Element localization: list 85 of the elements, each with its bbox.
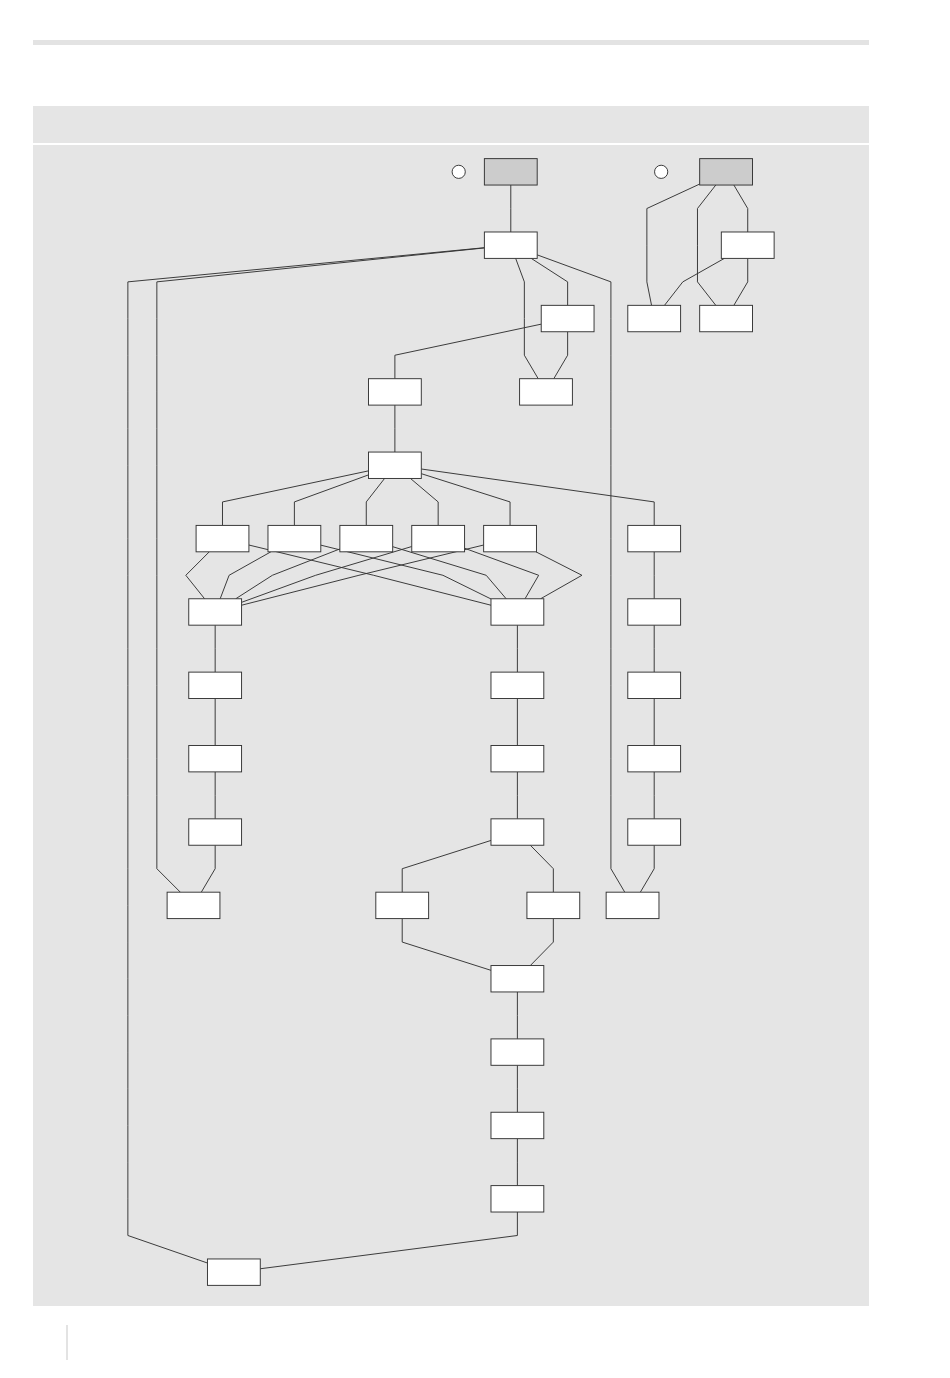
node-box bbox=[699, 304, 753, 333]
node-box bbox=[166, 891, 221, 920]
node-box bbox=[368, 451, 422, 479]
connector bbox=[320, 544, 492, 600]
node-box bbox=[207, 1258, 261, 1286]
node-box bbox=[490, 671, 545, 699]
connector bbox=[516, 698, 518, 746]
connector bbox=[293, 474, 369, 526]
connector bbox=[401, 839, 492, 893]
connector bbox=[553, 331, 569, 380]
connector bbox=[733, 257, 749, 306]
node-box bbox=[188, 745, 243, 773]
connector bbox=[392, 546, 507, 600]
connector bbox=[646, 183, 701, 306]
connector bbox=[214, 698, 216, 746]
connector bbox=[235, 548, 341, 600]
node-box bbox=[526, 891, 581, 920]
node-box bbox=[375, 891, 430, 920]
connector bbox=[733, 184, 749, 233]
connector bbox=[365, 478, 386, 526]
node-box bbox=[267, 524, 322, 553]
node-box bbox=[627, 598, 682, 626]
connector bbox=[529, 844, 554, 893]
connector bbox=[516, 1138, 518, 1187]
node-box bbox=[490, 1111, 545, 1140]
node-box bbox=[627, 304, 682, 333]
connector bbox=[200, 844, 216, 893]
connector bbox=[516, 624, 518, 673]
connector bbox=[653, 624, 655, 673]
connector bbox=[697, 184, 717, 306]
node-box bbox=[483, 231, 538, 259]
connector bbox=[156, 247, 485, 893]
connector bbox=[259, 1211, 518, 1270]
connector bbox=[214, 624, 216, 673]
connector bbox=[401, 918, 492, 971]
node-box bbox=[720, 231, 775, 259]
connector bbox=[219, 551, 272, 600]
connector bbox=[420, 473, 511, 526]
connector bbox=[420, 468, 655, 526]
node-box bbox=[627, 818, 682, 846]
node-box bbox=[339, 524, 394, 553]
connector bbox=[241, 546, 413, 603]
connector bbox=[394, 404, 396, 453]
node-box bbox=[699, 158, 753, 186]
node-box bbox=[188, 671, 243, 699]
node-box bbox=[540, 304, 595, 333]
connector bbox=[639, 844, 655, 893]
node-box bbox=[490, 818, 545, 846]
node-box bbox=[627, 524, 682, 553]
connector bbox=[516, 991, 518, 1040]
connector bbox=[664, 257, 725, 306]
connector bbox=[516, 771, 518, 820]
node-box bbox=[483, 524, 537, 553]
connector bbox=[530, 257, 569, 306]
connector bbox=[510, 184, 512, 233]
node-box bbox=[368, 378, 422, 406]
node-box bbox=[490, 745, 545, 773]
node-circle bbox=[451, 164, 466, 179]
node-box bbox=[605, 891, 660, 920]
node-circle bbox=[654, 164, 669, 179]
node-box bbox=[490, 598, 545, 626]
connector bbox=[410, 478, 439, 526]
connector bbox=[653, 698, 655, 746]
connector bbox=[515, 257, 539, 380]
node-box bbox=[627, 745, 682, 773]
node-box bbox=[188, 818, 243, 846]
node-box bbox=[490, 1185, 545, 1213]
node-box bbox=[483, 158, 538, 186]
node-box bbox=[627, 671, 682, 699]
node-box bbox=[411, 524, 466, 553]
connector bbox=[222, 470, 369, 526]
connector bbox=[214, 771, 216, 820]
connector bbox=[127, 247, 485, 1264]
node-box bbox=[490, 965, 545, 993]
connector bbox=[529, 918, 554, 966]
node-box bbox=[195, 524, 250, 553]
connector bbox=[536, 254, 626, 893]
node-box bbox=[519, 378, 573, 406]
connector bbox=[653, 551, 655, 600]
connector bbox=[653, 771, 655, 820]
connector bbox=[464, 547, 540, 600]
connector bbox=[516, 1064, 518, 1113]
node-box bbox=[188, 598, 243, 626]
connector bbox=[394, 323, 542, 380]
node-box bbox=[490, 1038, 545, 1066]
